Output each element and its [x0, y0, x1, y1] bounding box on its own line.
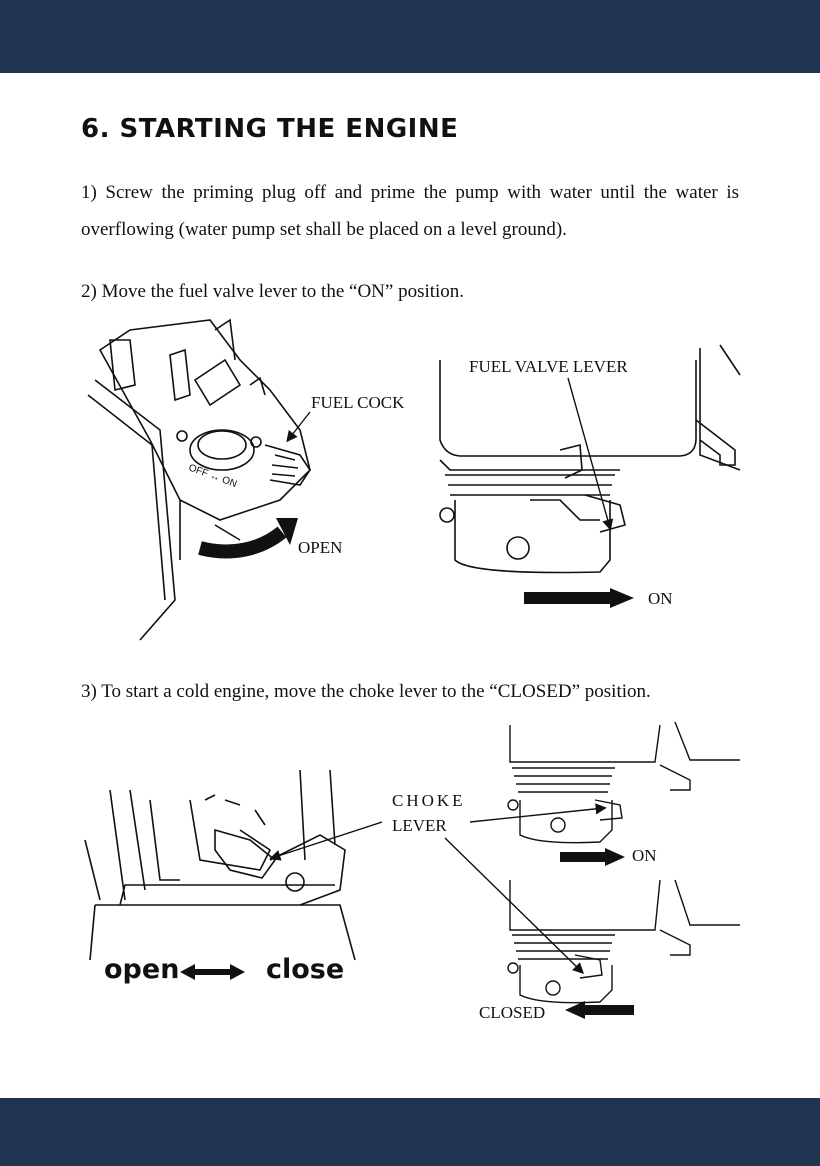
- page-title: 6. STARTING THE ENGINE: [81, 114, 459, 144]
- header-band: [0, 0, 820, 73]
- footer-band: [0, 1098, 820, 1166]
- choke-illustration: [84, 769, 356, 961]
- choke-on-label: ON: [632, 846, 657, 865]
- open-label: OPEN: [298, 538, 343, 557]
- close-text: close: [266, 954, 345, 985]
- open-text: open: [104, 954, 180, 985]
- fuel-valve-illustration: [439, 344, 741, 574]
- step-2-text: 2) Move the fuel valve lever to the “ON”…: [81, 281, 465, 302]
- on-arrow-shaft: [524, 588, 634, 608]
- on-label: ON: [648, 589, 673, 608]
- choke-label-line2: LEVER: [392, 816, 447, 835]
- choke-closed-illustration: [507, 879, 740, 1004]
- dial-text: OFF ↔ ON: [187, 462, 238, 490]
- open-close-arrow: [180, 964, 245, 980]
- choke-on-illustration: [507, 721, 740, 844]
- open-arrow: [198, 526, 287, 559]
- fuel-valve-lever-label: FUEL VALVE LEVER: [469, 357, 628, 376]
- step-1-text: 1) Screw the priming plug off and prime …: [81, 182, 739, 240]
- fuel-cock-illustration: [87, 318, 311, 641]
- step-3-text: 3) To start a cold engine, move the chok…: [81, 681, 651, 702]
- choke-closed-label: CLOSED: [479, 1003, 546, 1022]
- choke-label-line1: CHOKE: [392, 791, 466, 810]
- fuel-cock-label: FUEL COCK: [311, 393, 405, 412]
